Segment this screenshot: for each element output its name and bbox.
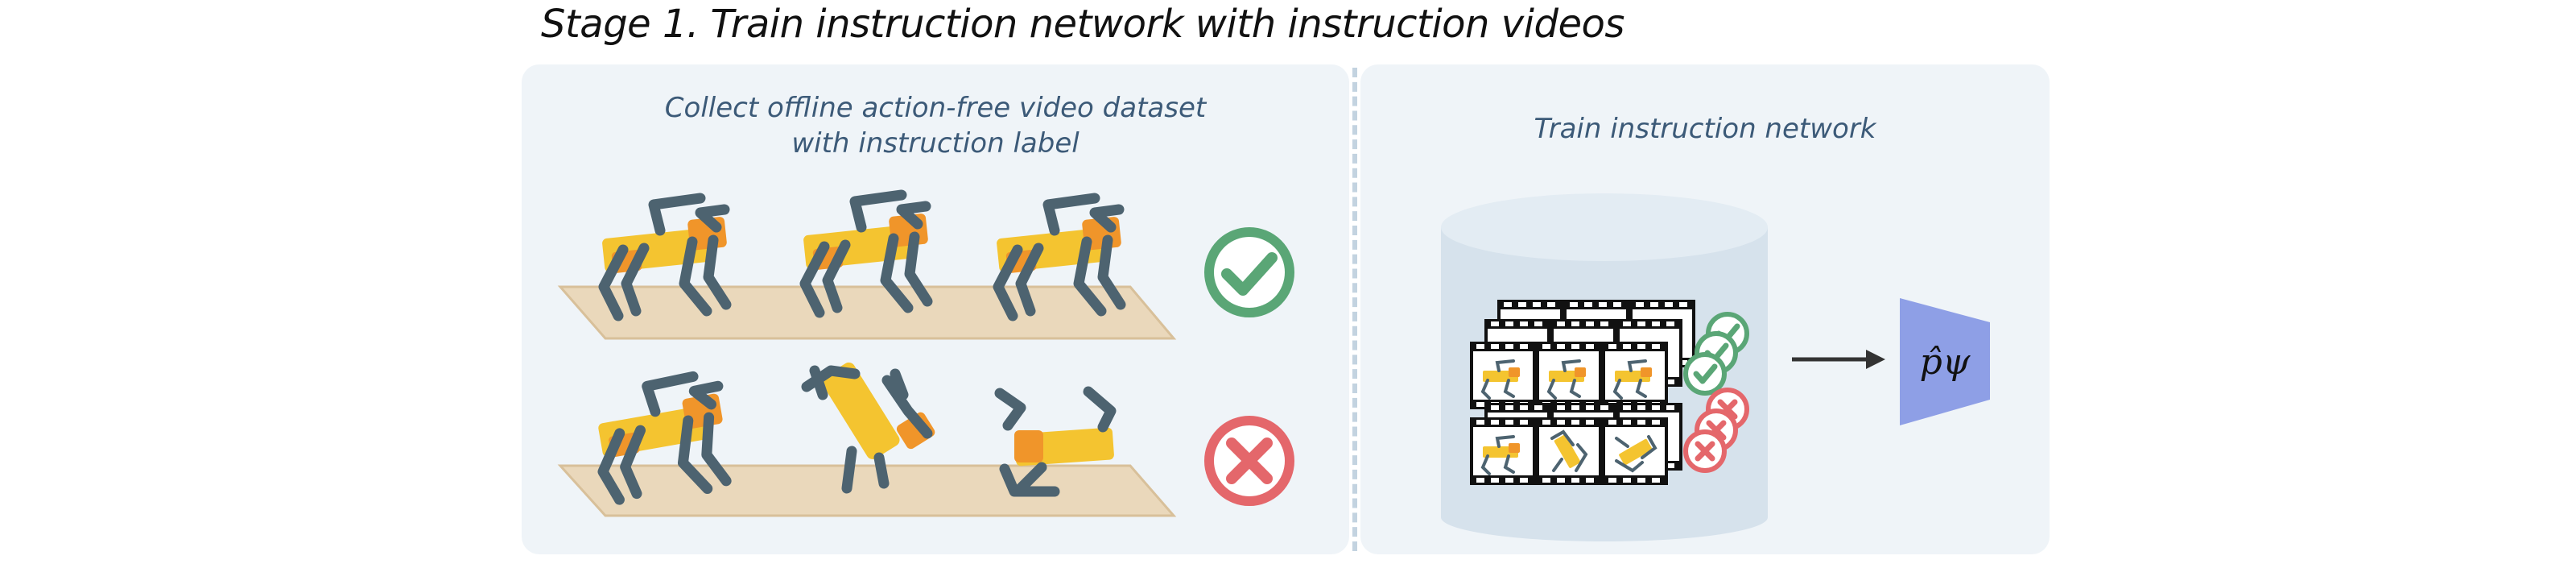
platform-top [557, 285, 1177, 340]
video-stack-success [1470, 300, 1695, 409]
platform-bottom [557, 464, 1177, 517]
network-label: p̂ψ [1920, 342, 1971, 383]
right-panel-caption: Train instruction network [1534, 113, 1876, 145]
arrow-right-icon [1792, 350, 1885, 369]
success-video-row [557, 195, 1177, 340]
instruction-network: p̂ψ [1900, 298, 1990, 425]
left-caption-line-1: Collect offline action-free video datase… [664, 92, 1207, 124]
failure-video-row [557, 362, 1177, 517]
stage-title: Stage 1. Train instruction network with … [541, 2, 1624, 47]
check-badge-stack [1683, 312, 1749, 396]
video-stack-failure [1470, 403, 1682, 485]
panel-divider [1352, 68, 1357, 551]
check-circle-icon [1204, 227, 1294, 317]
left-caption-line-2: with instruction label [791, 127, 1080, 160]
x-circle-icon [1204, 416, 1294, 506]
robot-frame-6 [994, 386, 1117, 497]
robot-frame-5 [801, 362, 935, 494]
x-badge-stack [1683, 388, 1749, 473]
left-panel-caption: Collect offline action-free video datase… [522, 90, 1349, 161]
